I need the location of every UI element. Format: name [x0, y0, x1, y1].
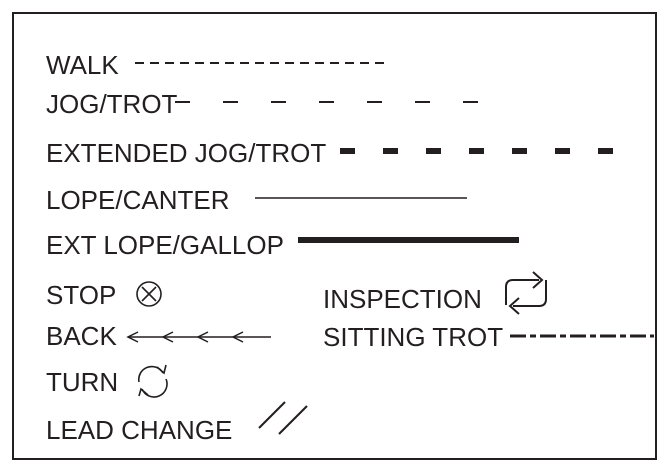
circled-x-icon [136, 281, 162, 307]
jog-trot-label: JOG/TROT [46, 89, 178, 119]
back-label: BACK [46, 321, 117, 351]
extended-jog-trot-line-icon [340, 148, 640, 154]
ext-lope-gallop-label: EXT LOPE/GALLOP [46, 230, 284, 260]
inspection-label: INSPECTION [323, 284, 482, 314]
lope-canter-label: LOPE/CANTER [46, 185, 230, 215]
walk-line-icon [135, 62, 385, 64]
circular-arrows-icon [137, 364, 168, 398]
jog-trot-line-icon [175, 101, 490, 103]
sitting-trot-line-icon [510, 334, 654, 338]
walk-label: WALK [46, 50, 119, 80]
legend-frame [12, 12, 657, 460]
multi-arrow-left-icon [126, 331, 271, 343]
extended-jog-trot-label: EXTENDED JOG/TROT [46, 138, 327, 168]
lead-change-label: LEAD CHANGE [46, 415, 233, 445]
lope-canter-line-icon [255, 197, 467, 199]
ext-lope-gallop-line-icon [298, 237, 519, 243]
square-cycle-arrows-icon [505, 271, 547, 315]
turn-label: TURN [46, 367, 119, 397]
stop-label: STOP [46, 280, 117, 310]
double-slash-icon [258, 401, 308, 435]
sitting-trot-label: SITTING TROT [323, 322, 504, 352]
